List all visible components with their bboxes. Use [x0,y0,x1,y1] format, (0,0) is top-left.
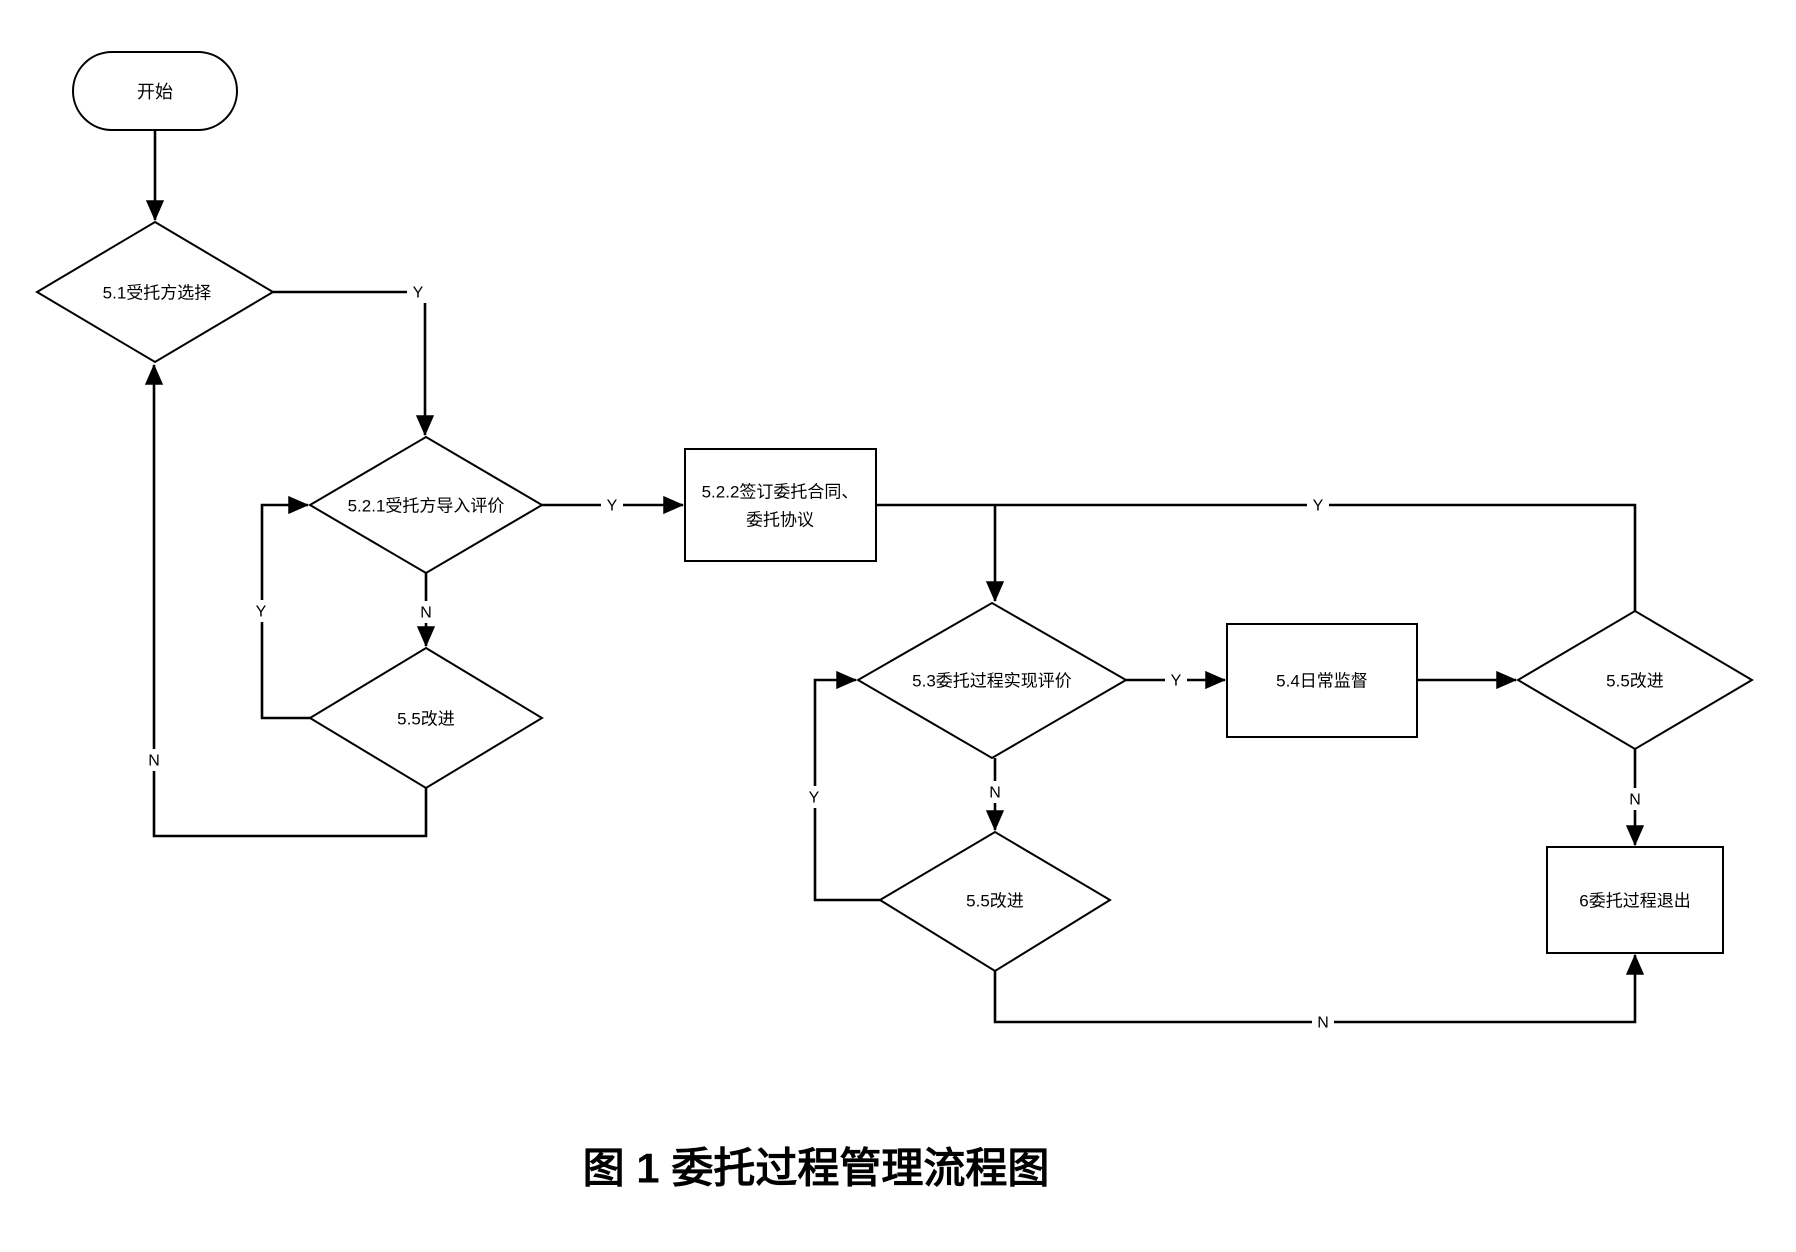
node-5-5-bottom-label: 5.5改进 [966,892,1024,911]
edge-label-bg [1312,1011,1334,1033]
edge-label-sign-contract-yes: Y [1313,498,1324,515]
edge-label-bg [601,494,623,516]
edge-label-bg [143,749,165,771]
edge-label-improve-bottom-yes: Y [809,790,820,807]
edge-label-process-eval-yes: Y [1171,673,1182,690]
edge-label-improve-right-no: N [1629,792,1641,809]
edge-label-bg [803,786,825,808]
edge-label-bg [250,600,272,622]
node-5-5-improve-right-decision [1516,609,1754,751]
node-6-label: 6委托过程退出 [1579,892,1690,911]
edge-label-improve-left-no: N [148,753,160,770]
node-5-2-2-sign-contract-process [684,448,877,562]
node-start-terminator [72,51,238,131]
node-5-2-2-label-line2: 委托协议 [746,511,814,530]
edge-label-bg [1624,788,1646,810]
edge-sign-contract-yes-to-improve-right [876,503,1637,611]
edge-label-improve-left-yes: Y [256,604,267,621]
edge-label-import-eval-yes: Y [607,498,618,515]
node-5-2-1-import-evaluation-decision [308,435,544,575]
node-5-5-right-label: 5.5改进 [1606,672,1664,691]
edge-label-bg [1165,669,1187,691]
node-5-2-1-label: 5.2.1受托方导入评价 [348,497,505,516]
node-5-5-improve-left-decision [308,646,544,790]
node-6-process-exit-process [1546,846,1724,954]
edge-label-import-eval-no: N [420,605,432,622]
edge-improve-left-no-to-select-trustee [144,363,428,838]
edge-label-bg [1307,494,1329,516]
node-5-1-select-trustee-decision [35,220,275,364]
node-5-3-label: 5.3委托过程实现评价 [912,672,1072,691]
node-5-1-label: 5.1受托方选择 [103,284,212,303]
node-5-5-left-label: 5.5改进 [397,710,455,729]
edge-label-select-trustee-yes: Y [413,285,424,302]
node-5-4-daily-supervision-process [1226,623,1418,738]
edge-label-bg [984,781,1006,803]
edge-label-bg [407,281,429,303]
node-5-2-2-label-line1: 5.2.2签订委托合同、 [702,483,859,502]
figure-title: 图 1 委托过程管理流程图 [583,1145,1050,1192]
edge-label-process-eval-no: N [989,785,1001,802]
edge-label-bg [415,601,437,623]
edge-label-improve-bottom-no: N [1317,1015,1329,1032]
node-start-label: 开始 [137,82,173,102]
node-5-3-process-evaluation-decision [856,601,1128,760]
node-5-4-label: 5.4日常监督 [1276,672,1368,691]
node-5-5-improve-bottom-decision [878,830,1112,973]
